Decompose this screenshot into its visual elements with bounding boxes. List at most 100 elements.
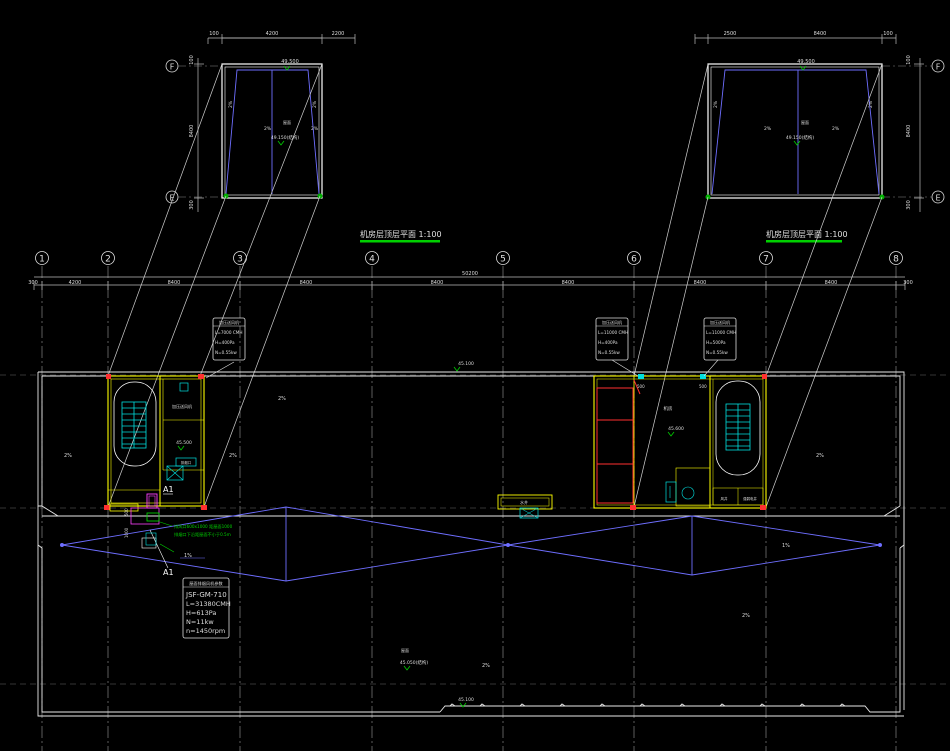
axis-label-1: 1 xyxy=(39,255,45,265)
left-roof-level: 49.500 xyxy=(281,59,299,65)
right-top-dim-1: 8400 xyxy=(814,31,827,37)
dim-span-2: 8400 xyxy=(168,280,181,286)
right-tag1-title: 加压送风机 xyxy=(602,319,622,325)
green-note-1: 排风口600x1000 距屋面1000 xyxy=(174,523,233,530)
right-side-dim-1: 8400 xyxy=(906,125,912,138)
right-tag2-line-1: H=500Pa xyxy=(706,340,726,345)
right-tag2-line-0: L=11000 CMH xyxy=(706,330,736,335)
main-roof-outline xyxy=(37,371,905,717)
left-roof-center: 49.150(结构) xyxy=(271,134,300,141)
axis-label-5: 5 xyxy=(500,255,506,265)
slope-mark-6: 2% xyxy=(742,613,750,619)
left-side-dim-2: 300 xyxy=(189,200,195,210)
axis-label-2: 2 xyxy=(105,255,111,265)
right-roof-center: 49.150(结构) xyxy=(786,134,815,141)
left-tag-line-2: N=0.55kw xyxy=(215,350,237,355)
axis-label-4: 4 xyxy=(369,255,375,265)
right-shaft-label: 风井 xyxy=(721,496,729,501)
left-slope-b: 1% xyxy=(184,553,192,559)
right-title: 机房层顶层平面 1:100 xyxy=(766,229,848,239)
slope-mark-1: 2% xyxy=(278,396,286,402)
axis-label-7: 7 xyxy=(763,255,769,265)
dim-span-3: 8400 xyxy=(300,280,313,286)
left-roof-label: 屋面 xyxy=(283,119,291,125)
reference-lines xyxy=(0,374,950,685)
right-slope-3: 2% xyxy=(713,100,719,108)
right-side-dim-2: 300 xyxy=(906,200,912,210)
left-stair-annotations: 1000 500 排风口600x1000 距屋面1000 排烟口下沿距屋面不小于… xyxy=(124,508,233,559)
right-machine-label: 机房 xyxy=(664,405,673,412)
right-elec-label: 强弱电井 xyxy=(743,496,757,501)
left-stair-level: 45.500 xyxy=(176,440,192,446)
left-top-dim-2: 2200 xyxy=(332,31,345,37)
right-roof-label: 屋面 xyxy=(801,119,809,125)
left-fan-room-label: 加压送风机 xyxy=(172,403,192,409)
left-title: 机房层顶层平面 1:100 xyxy=(360,229,442,239)
right-slope-1: 2% xyxy=(764,126,772,132)
left-tag-line-1: H=400Pa xyxy=(215,340,235,345)
axis-label-3: 3 xyxy=(237,255,243,265)
left-row-e: E xyxy=(169,194,174,203)
left-top-dim-1: 4200 xyxy=(266,31,279,37)
dim-span-7: 8400 xyxy=(825,280,838,286)
dim-span-0: 300 xyxy=(28,280,38,286)
right-roof-detail: 2500 8400 100 100 8400 300 F E 49.500 屋面… xyxy=(694,31,945,243)
left-side-dim-0: 100 xyxy=(189,55,195,65)
left-a1-label: A1 xyxy=(163,485,174,494)
left-roof-detail: 100 4200 2200 100 8400 300 F E 49.500 屋面… xyxy=(165,31,442,243)
slope-mark-5: 1% xyxy=(782,543,790,549)
right-tag1-line-2: N=0.55kw xyxy=(598,350,620,355)
left-top-dim-0: 100 xyxy=(209,31,219,37)
main-roof-annotations: 45.100 45.100 屋面 45.050(结构) 2% 2% 2% 2% … xyxy=(64,361,824,708)
fan-tag-title: 屋面排烟风机参数 xyxy=(189,580,223,587)
left-fan-tag: 加压送风机 L=7000 CMH H=400Pa N=0.55kw xyxy=(205,317,246,379)
right-row-f: F xyxy=(936,63,941,72)
main-dimension-texts: 50200 300 4200 8400 8400 8400 8400 8400 … xyxy=(28,271,913,286)
right-row-e: E xyxy=(935,194,940,203)
fan-tag-line-2: H=613Pa xyxy=(186,609,216,617)
slope-mark-2: 2% xyxy=(64,453,72,459)
right-slope-2: 2% xyxy=(832,126,840,132)
fan-tag-line-0: JSF-GM-710 xyxy=(185,591,227,599)
roof-drain-points xyxy=(60,543,882,547)
dim-span-6: 8400 xyxy=(694,280,707,286)
right-tag1-line-0: L=11000 CMH xyxy=(598,330,628,335)
dim-span-5: 8400 xyxy=(562,280,575,286)
left-slope-3: 2% xyxy=(228,100,234,108)
dim-span-4: 8400 xyxy=(431,280,444,286)
left-row-f: F xyxy=(170,63,175,72)
left-slope-2: 2% xyxy=(311,126,319,132)
right-roof-level: 49.500 xyxy=(797,59,815,65)
left-stair-core: 加压送风机 45.500 排烟口 A1 A1 xyxy=(104,374,207,577)
fan-tag-line-4: n=1450rpm xyxy=(186,627,225,635)
right-slope-4: 2% xyxy=(868,100,874,108)
left-slope-4: 2% xyxy=(312,100,318,108)
main-bottom-level: 45.100 xyxy=(458,697,474,703)
projection-lines xyxy=(107,63,883,508)
main-dimension-lines xyxy=(33,276,906,290)
dim-total: 50200 xyxy=(462,271,478,277)
dim-span-1: 4200 xyxy=(69,280,82,286)
left-a1b-label: A1 xyxy=(163,568,174,577)
left-side-dim-1: 8400 xyxy=(189,125,195,138)
right-side-dim-0: 100 xyxy=(906,55,912,65)
main-center-level: 45.050(结构) xyxy=(400,659,429,666)
slope-mark-7: 2% xyxy=(482,663,490,669)
right-tag2-line-2: N=0.55kw xyxy=(706,350,728,355)
center-well-box: 水井 xyxy=(497,494,553,519)
right-dim-b: 500 xyxy=(699,384,707,389)
column-bubble-labels: 1 2 3 4 5 6 7 8 xyxy=(39,255,899,265)
center-well-label: 水井 xyxy=(520,499,528,505)
main-roof-label: 屋面 xyxy=(401,647,409,653)
right-top-dim-2: 100 xyxy=(883,31,893,37)
right-fan-tag-1: 加压送风机 L=11000 CMH H=400Pa N=0.55kw xyxy=(595,317,639,377)
slope-mark-3: 2% xyxy=(229,453,237,459)
fan-tag-line-3: N=11kw xyxy=(186,618,214,626)
right-tag1-line-1: H=400Pa xyxy=(598,340,618,345)
left-tag-line-0: L=7000 CMH xyxy=(215,330,243,335)
left-dim-c: 1000 xyxy=(124,527,129,538)
right-dim-a: 500 xyxy=(637,384,645,389)
right-top-dim-0: 2500 xyxy=(724,31,737,37)
dim-span-8: 300 xyxy=(903,280,913,286)
